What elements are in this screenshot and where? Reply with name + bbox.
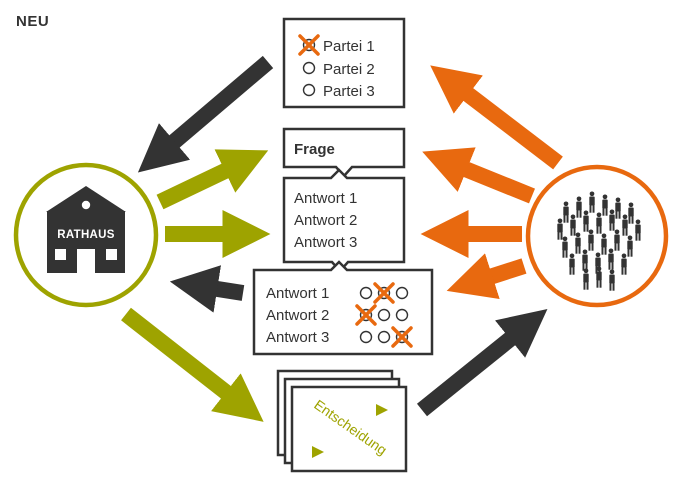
party-ballot-item: Partei 2 <box>323 61 375 78</box>
radio-icon <box>302 38 316 52</box>
party-ballot-item: Partei 1 <box>323 38 375 55</box>
rating-box: Antwort 1 Antwort 2 Antwort 3 <box>252 260 434 356</box>
radio-icon <box>395 286 409 300</box>
radio-icon <box>359 330 373 344</box>
answers-item: Antwort 3 <box>294 234 357 251</box>
cross-mark-icon <box>298 34 320 56</box>
play-icon <box>376 404 388 416</box>
citizens-node <box>525 164 669 308</box>
arrow-ballot-to-townhall <box>137 55 274 173</box>
decision-sheet-front <box>290 385 408 473</box>
question-bubble <box>282 127 406 178</box>
arrow-townhall-to-decision <box>121 307 264 422</box>
arrows <box>121 55 563 422</box>
radio-icon <box>395 330 409 344</box>
radio-icon <box>302 83 316 97</box>
answers-bubble <box>282 168 406 273</box>
radio-icon <box>359 286 373 300</box>
rating-bubble <box>252 260 434 356</box>
decision-stack: Entscheidung <box>276 369 408 473</box>
townhall-node: RATHAUS <box>13 162 159 308</box>
radio-icon <box>395 308 409 322</box>
answers-item: Antwort 1 <box>294 190 357 207</box>
party-ballot-item: Partei 3 <box>323 83 375 100</box>
rating-item: Antwort 2 <box>266 307 329 324</box>
radio-icon <box>359 308 373 322</box>
radio-icon <box>377 308 391 322</box>
cross-mark-icon <box>355 304 377 326</box>
arrow-citizens-to-question <box>422 147 535 204</box>
citizens-circle <box>525 164 669 308</box>
radio-icon <box>377 330 391 344</box>
arrow-citizens-to-ballot <box>430 65 563 170</box>
townhall-icon <box>46 186 126 273</box>
answers-item: Antwort 2 <box>294 212 357 229</box>
party-ballot: Partei 1 Partei 2 Partei 3 <box>282 17 406 109</box>
rating-item: Antwort 3 <box>266 329 329 346</box>
arrow-decision-to-citizens <box>416 308 548 417</box>
cross-mark-icon <box>391 326 413 348</box>
answers-box: Antwort 1 Antwort 2 Antwort 3 <box>282 168 406 273</box>
play-icon <box>312 446 324 458</box>
radio-icon <box>302 61 316 75</box>
cross-mark-icon <box>373 282 395 304</box>
question-label: Frage <box>294 141 335 158</box>
arrow-citizens-to-rating <box>446 253 527 300</box>
question-box: Frage <box>282 127 406 178</box>
corner-label: NEU <box>16 13 50 30</box>
arrow-townhall-to-question <box>156 149 269 210</box>
rating-item: Antwort 1 <box>266 285 329 302</box>
radio-icon <box>377 286 391 300</box>
arrow-rating-to-townhall <box>169 265 245 313</box>
townhall-label: RATHAUS <box>57 229 114 241</box>
rating-radios <box>355 282 413 348</box>
